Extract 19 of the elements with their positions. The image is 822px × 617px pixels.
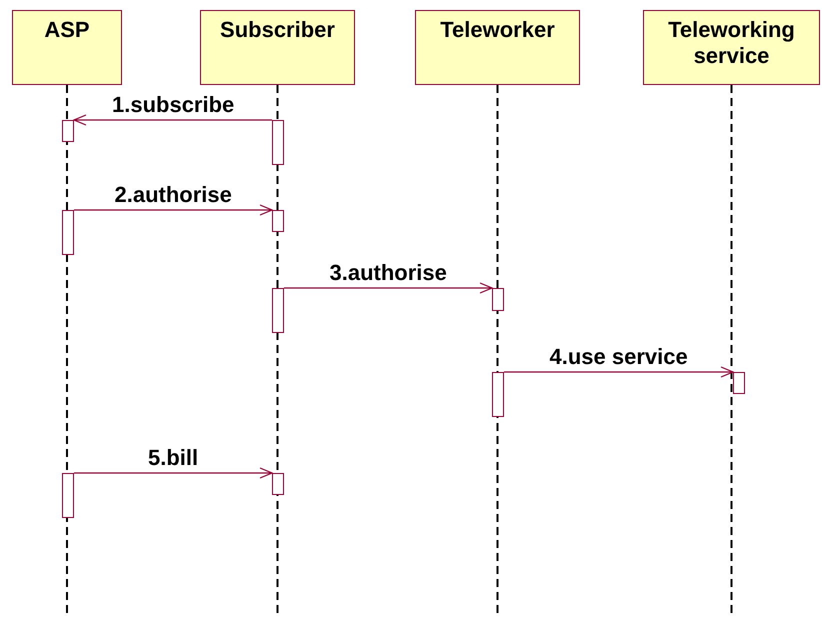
lifeline-head: Teleworking service [643, 10, 820, 85]
activation-bar [272, 288, 284, 333]
activation-bar [272, 473, 284, 495]
lifeline-head: Subscriber [200, 10, 355, 85]
message-arrow [504, 366, 734, 378]
activation-bar [272, 210, 284, 232]
lifeline-head: ASP [12, 10, 122, 85]
activation-bar [492, 372, 504, 417]
message-arrow [284, 282, 493, 294]
activation-bar [62, 473, 74, 518]
activation-bar [733, 372, 745, 394]
message-arrow [73, 114, 272, 126]
activation-bar [272, 120, 284, 165]
lifeline-head: Teleworker [415, 10, 580, 85]
message-arrow [74, 204, 273, 216]
message-arrow [74, 467, 273, 479]
activation-bar [62, 120, 74, 142]
activation-bar [492, 288, 504, 311]
activation-bar [62, 210, 74, 255]
